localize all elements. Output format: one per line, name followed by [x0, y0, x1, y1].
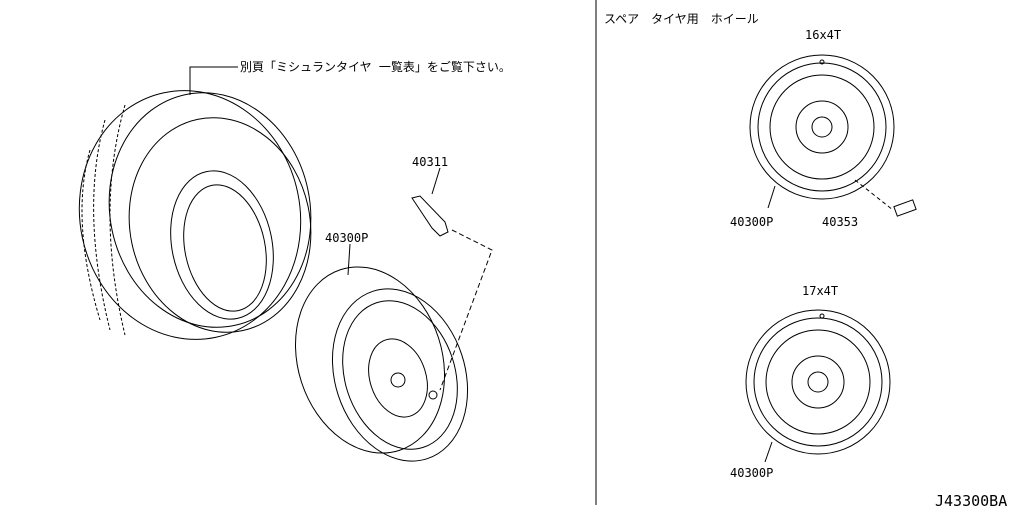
valve-drawing — [411, 167, 493, 391]
part-number-wheel-left[interactable]: 40300P — [325, 231, 369, 245]
tire-leader — [189, 66, 238, 95]
wheel-left-leader — [347, 243, 351, 276]
section-title: スペア タイヤ用 ホイール — [604, 12, 759, 26]
wheel-size-16: 16x4T — [805, 28, 842, 42]
part-number-wheel-16[interactable]: 40300P — [730, 215, 774, 229]
wheel-16-drawing — [749, 54, 917, 217]
wheel-17-drawing — [745, 309, 891, 463]
tire-drawing — [78, 90, 312, 340]
part-number-weight[interactable]: 40353 — [822, 215, 859, 229]
wheel-left-drawing — [294, 266, 469, 462]
wheel-size-17: 17x4T — [802, 284, 839, 298]
part-number-valve[interactable]: 40311 — [412, 155, 449, 169]
part-number-wheel-17[interactable]: 40300P — [730, 466, 774, 480]
diagram-id: J43300BA — [935, 492, 1008, 510]
tire-note: 別頁「ミシュランタイヤ 一覧表」をご覧下さい。 — [240, 60, 511, 74]
